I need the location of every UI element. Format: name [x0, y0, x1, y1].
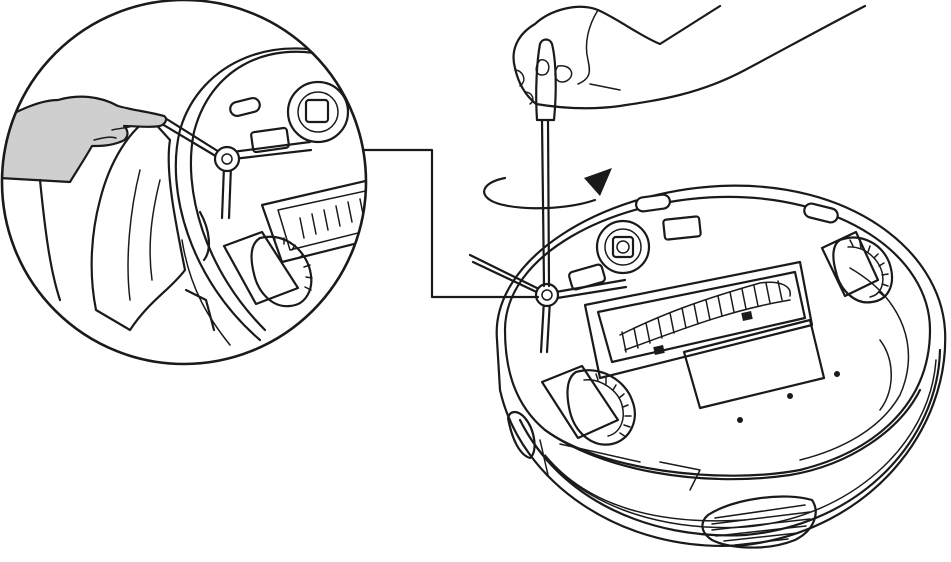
- cleaning-cloth-icon: [90, 116, 187, 332]
- side-brush-icon: [468, 253, 628, 354]
- rotation-arrow-icon: [483, 168, 612, 210]
- right-drive-wheel: [820, 230, 894, 304]
- callout-connector-line: [358, 148, 540, 299]
- exhaust-vent: [701, 495, 817, 549]
- caster-wheel: [595, 219, 651, 275]
- left-drive-wheel: [540, 364, 636, 446]
- magnified-detail-circle: [0, 0, 368, 366]
- main-brush-housing: [583, 260, 814, 380]
- hand-icon: [512, 4, 867, 110]
- robot-vacuum-underside-icon: [495, 184, 947, 549]
- hand-with-cloth-icon: [2, 95, 168, 184]
